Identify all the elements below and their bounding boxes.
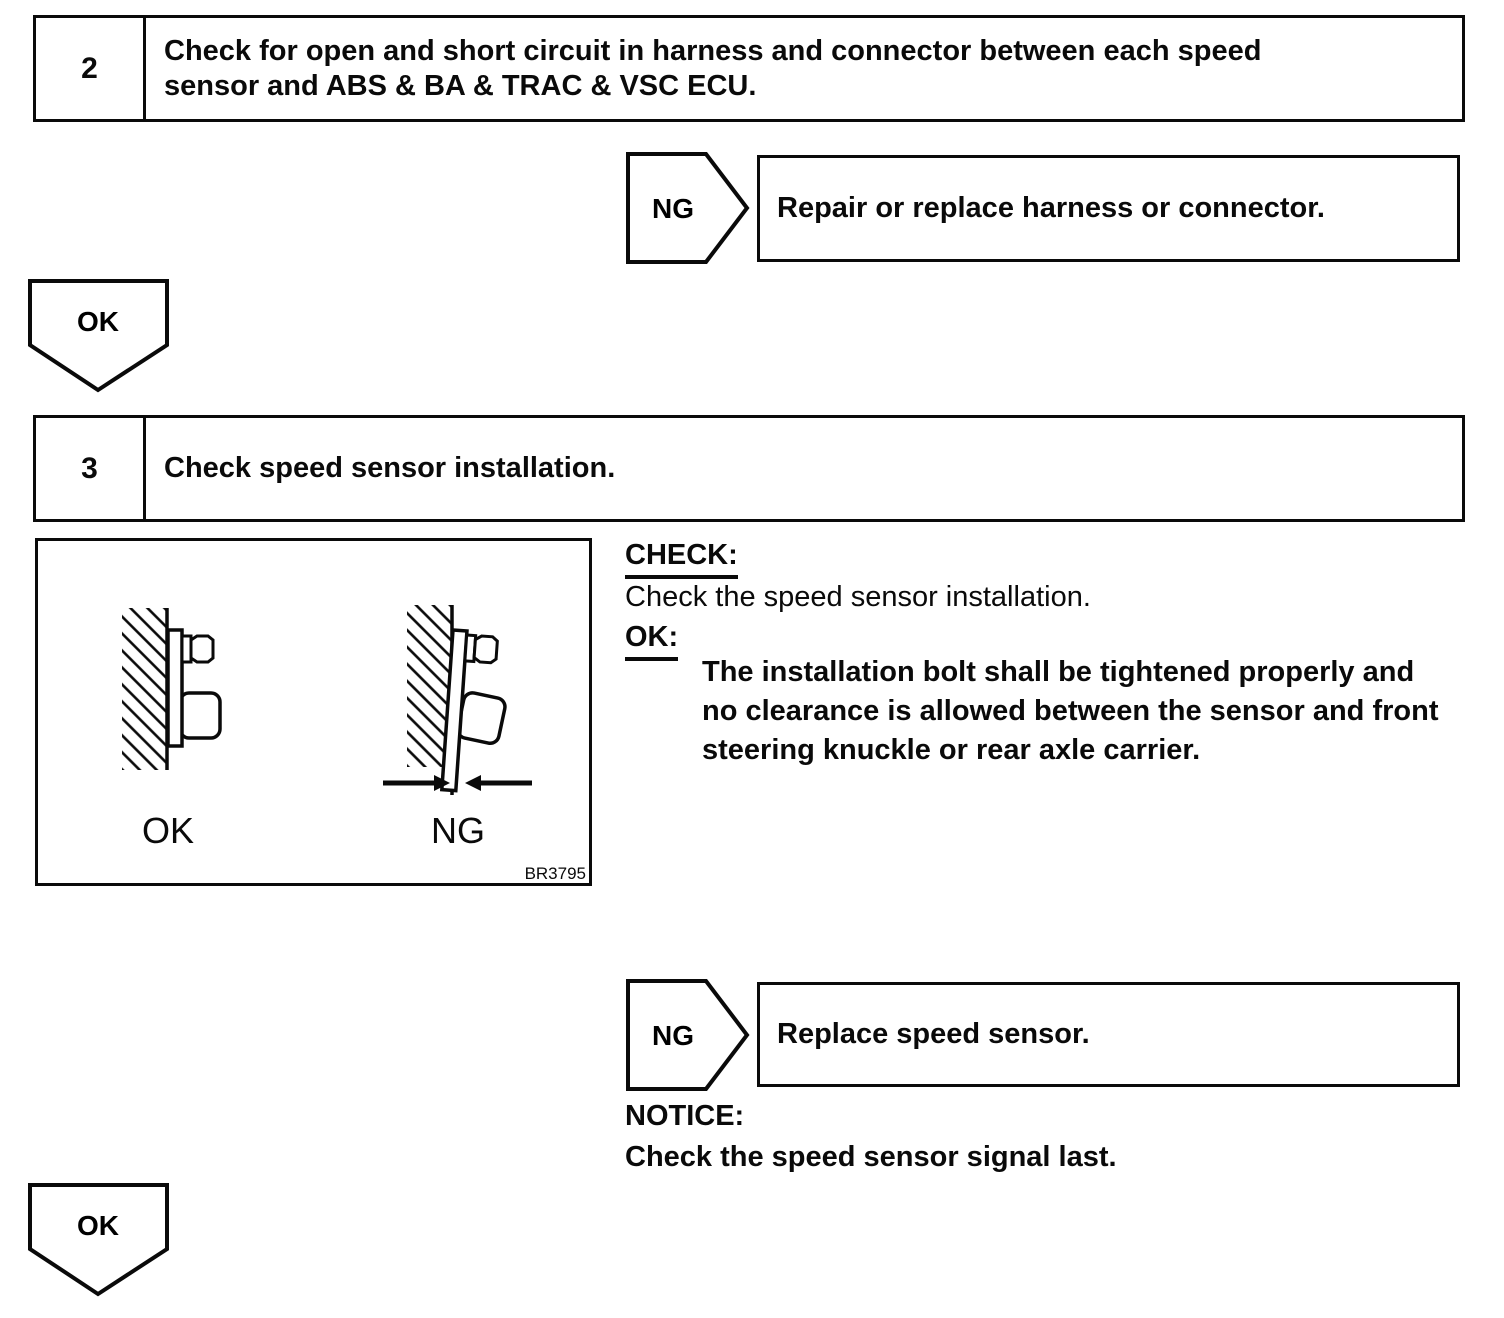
ok-installation-drawing: OK [122, 608, 222, 851]
check-body: Check the speed sensor installation. [625, 581, 1091, 613]
sensor-body-ok [178, 691, 222, 740]
wall-hatching-left [122, 608, 167, 770]
result-box-2: Replace speed sensor. [757, 982, 1460, 1087]
step-2-title-line-2: sensor and ABS & BA & TRAC & VSC ECU. [164, 69, 757, 102]
sensor-bracket-ng [439, 628, 469, 793]
sensor-installation-figure: OK [35, 538, 592, 886]
ok-criteria-line-1: The installation bolt shall be tightened… [702, 656, 1415, 688]
step-2-title-line-1: Check for open and short circuit in harn… [164, 34, 1262, 67]
result-box-1-text: Repair or replace harness or connector. [777, 192, 1325, 224]
sensor-installation-diagram: OK [122, 605, 586, 883]
figure-ng-label: NG [431, 810, 485, 851]
ng-arrow-1: NG [626, 152, 750, 264]
ok-heading-wrap: OK: [625, 621, 679, 661]
check-heading-wrap: CHECK: [625, 539, 738, 579]
step-3-number: 3 [36, 418, 146, 519]
ok-criteria-line-3: steering knuckle or rear axle carrier. [702, 734, 1201, 766]
step-2-box: 2 Check for open and short circuit in ha… [33, 15, 1465, 122]
ok-connector-2-label: OK [77, 1210, 119, 1241]
ok-connector-1-shape [28, 279, 169, 393]
ng-arrow-1-label: NG [652, 193, 694, 224]
ok-connector-2: OK [28, 1183, 169, 1297]
ng-arrow-1-shape [626, 152, 750, 264]
figure-ok-label: OK [142, 810, 194, 851]
notice-heading: NOTICE: [625, 1100, 745, 1132]
result-box-2-text: Replace speed sensor. [777, 1018, 1090, 1050]
notice-body: Check the speed sensor signal last. [625, 1141, 1117, 1173]
bolt-head-ng [472, 634, 499, 665]
step-3-title-line-1: Check speed sensor installation. [164, 452, 616, 484]
ok-criteria-line-2: no clearance is allowed between the sens… [702, 695, 1439, 727]
ng-installation-drawing: NG [383, 605, 532, 851]
figure-reference-code: BR3795 [525, 864, 586, 883]
ok-connector-2-shape [28, 1183, 169, 1297]
check-heading: CHECK: [625, 539, 738, 579]
ok-connector-1: OK [28, 279, 169, 393]
ok-criteria-paragraph: The installation bolt shall be tightened… [702, 653, 1492, 770]
step-3-box: 3 Check speed sensor installation. [33, 415, 1465, 522]
result-box-1: Repair or replace harness or connector. [757, 155, 1460, 262]
gap-arrow-left-icon [383, 775, 450, 791]
ok-heading: OK: [625, 621, 679, 661]
tilted-sensor-assembly [439, 628, 507, 793]
ok-connector-1-label: OK [77, 306, 119, 337]
gap-arrow-right-icon [465, 775, 532, 791]
sensor-bracket-ok [166, 628, 184, 748]
ng-arrow-2-shape [626, 979, 750, 1091]
bolt-head-ok [189, 634, 215, 664]
step-3-title: Check speed sensor installation. [146, 418, 1462, 519]
ng-arrow-2: NG [626, 979, 750, 1091]
ng-arrow-2-label: NG [652, 1020, 694, 1051]
step-2-title: Check for open and short circuit in harn… [146, 18, 1462, 119]
step-2-number: 2 [36, 18, 146, 119]
